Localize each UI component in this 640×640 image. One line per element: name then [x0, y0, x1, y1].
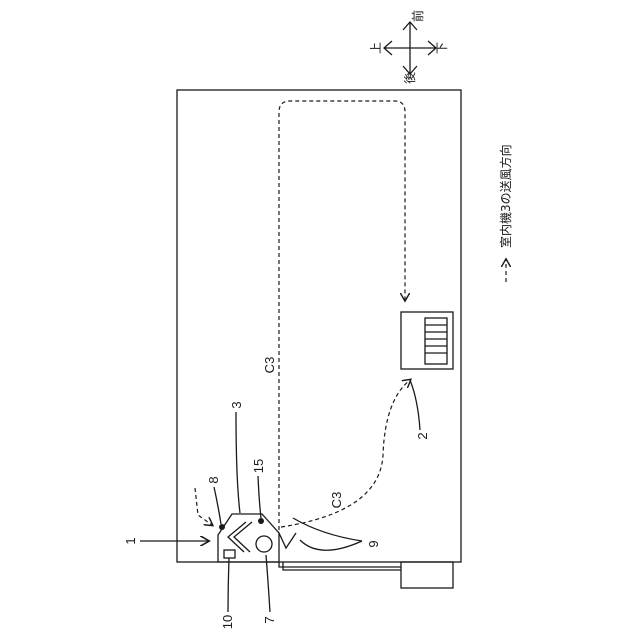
- label-9: 9: [366, 540, 381, 547]
- compass-down: 下: [435, 42, 449, 54]
- room-outline: [177, 90, 461, 562]
- indoor-unit-3: [218, 514, 279, 562]
- label-8: 8: [206, 476, 221, 483]
- compass-front: 前: [410, 10, 425, 22]
- label-2: 2: [415, 432, 430, 439]
- legend-text: 室内機3の送風方向: [498, 144, 513, 248]
- compass-up: 上: [369, 42, 383, 54]
- airflow-side-c3: [281, 380, 410, 527]
- label-15: 15: [251, 459, 266, 473]
- pipe: [279, 562, 401, 570]
- label-10: 10: [220, 615, 235, 629]
- compass: 前 後 上 下: [369, 10, 449, 84]
- label-3: 3: [229, 401, 244, 408]
- label-c3-side: C3: [329, 492, 344, 509]
- label-1: 1: [123, 537, 138, 544]
- airflow-intake: [195, 488, 212, 525]
- label-7: 7: [262, 616, 277, 623]
- label-c3-main: C3: [262, 357, 277, 374]
- unit-2: [401, 312, 453, 369]
- louver: [279, 533, 296, 548]
- outdoor-box: [401, 562, 453, 588]
- legend: 室内機3の送風方向: [498, 144, 513, 282]
- airflow-loop-c3: [279, 101, 405, 530]
- compass-back: 後: [403, 72, 417, 84]
